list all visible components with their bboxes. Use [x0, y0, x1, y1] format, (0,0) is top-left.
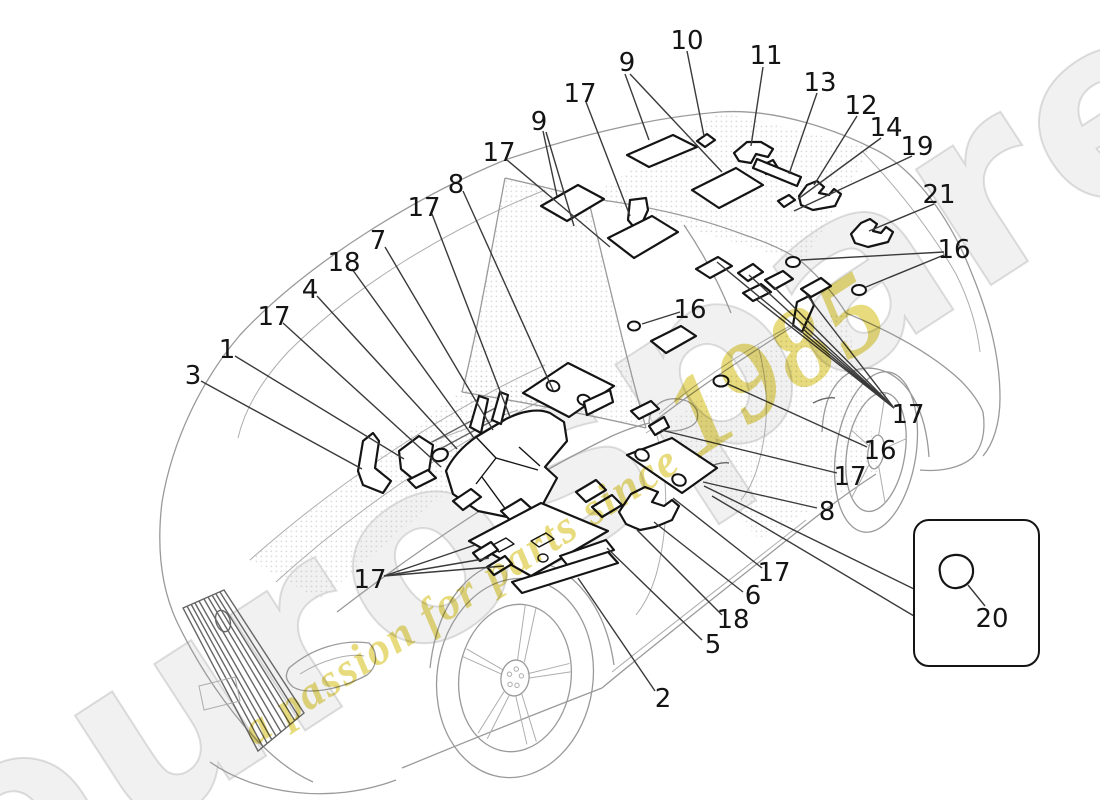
insulation-panel	[406, 468, 438, 490]
part-callout[interactable]: 7	[370, 226, 387, 256]
adhesive-pad-shape	[938, 553, 975, 590]
part-callout[interactable]: 17	[482, 138, 515, 168]
grommet	[712, 374, 730, 388]
legend-leader	[967, 584, 986, 607]
insulation-panel	[849, 217, 895, 249]
insulation-panel	[694, 255, 734, 280]
part-callout[interactable]: 17	[407, 193, 440, 223]
part-callout[interactable]: 9	[531, 107, 548, 137]
panel-with-holes-upper	[521, 361, 616, 419]
legend-box[interactable]: 20	[913, 519, 1040, 667]
part-callout[interactable]: 16	[937, 235, 970, 265]
part-callout[interactable]: 21	[922, 180, 955, 210]
insulation-panel	[629, 399, 661, 421]
part-callout[interactable]: 17	[891, 400, 924, 430]
dash-insulation	[444, 409, 569, 520]
part-callout[interactable]: 2	[655, 684, 672, 714]
part-callout[interactable]: 4	[302, 275, 319, 305]
part-callout[interactable]: 18	[327, 248, 360, 278]
part-callout[interactable]: 17	[757, 558, 790, 588]
part-callout[interactable]: 9	[619, 48, 636, 78]
grommets	[627, 256, 867, 388]
rear-wheel	[833, 371, 919, 533]
callouts: 3 1 17 4 18 7 17 8 17 9 17 9 10 11 13 12…	[185, 26, 971, 714]
insulation-panel	[558, 538, 616, 568]
insulation-panel	[539, 183, 606, 223]
part-callout[interactable]: 10	[670, 26, 703, 56]
part-callout[interactable]: 8	[819, 497, 836, 527]
insulation-panel	[485, 554, 514, 577]
insulation-panel	[625, 133, 699, 169]
leader-lines	[200, 50, 945, 692]
part-callout[interactable]: 17	[353, 565, 386, 595]
part-callout[interactable]: 3	[185, 361, 202, 391]
insulation-panel	[356, 431, 393, 495]
insulation-panel	[451, 487, 483, 512]
insulation-panel	[617, 485, 681, 532]
insulation-panel	[776, 193, 797, 209]
panel-with-holes-lower	[625, 436, 719, 495]
insulation-panel	[647, 415, 671, 437]
insulation-panel	[574, 478, 608, 504]
part-callout[interactable]: 19	[900, 132, 933, 162]
insulation-panel	[763, 269, 795, 291]
insulation-panel	[791, 294, 816, 334]
part-callout[interactable]: 16	[863, 436, 896, 466]
insulation-panel	[510, 550, 620, 595]
insulation-panel	[582, 388, 615, 417]
part-callout[interactable]: 8	[448, 170, 465, 200]
part-callout[interactable]: 20	[975, 604, 1008, 634]
grommet	[851, 284, 867, 296]
part-callout[interactable]: 12	[844, 91, 877, 121]
part-callout[interactable]: 14	[869, 113, 902, 143]
part-callout[interactable]: 11	[749, 41, 782, 71]
insulation-panel	[468, 394, 490, 435]
part-callout[interactable]: 1	[219, 335, 236, 365]
part-callout[interactable]: 16	[673, 295, 706, 325]
legend-box-frame	[913, 519, 1040, 667]
part-callout[interactable]: 17	[257, 302, 290, 332]
insulation-panel	[751, 157, 803, 188]
insulation-panel	[606, 214, 680, 260]
part-callout[interactable]: 6	[745, 581, 762, 611]
insulation-panel	[695, 132, 717, 149]
part-callout[interactable]: 13	[803, 68, 836, 98]
grommet	[785, 256, 801, 268]
insulation-panel	[649, 324, 698, 355]
insulation-panel	[431, 447, 449, 463]
insulation-panel	[471, 540, 500, 563]
insulation-panel	[590, 493, 624, 519]
insulation-panel	[736, 262, 765, 283]
part-callout[interactable]: 17	[833, 462, 866, 492]
insulation-panel	[690, 166, 765, 210]
part-callout[interactable]: 5	[705, 630, 722, 660]
insulation-panels	[356, 132, 895, 595]
part-callout[interactable]: 18	[716, 605, 749, 635]
grommet	[627, 320, 641, 332]
insulation-panel	[799, 276, 833, 299]
part-callout[interactable]: 17	[563, 79, 596, 109]
